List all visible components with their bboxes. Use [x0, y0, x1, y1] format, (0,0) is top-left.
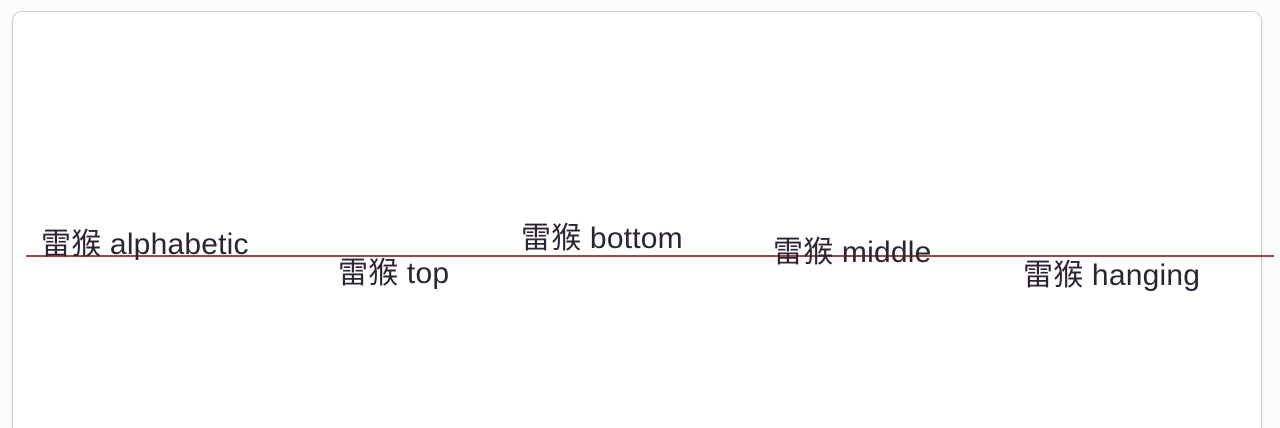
text-label-middle: 雷猴 middle [773, 236, 932, 269]
baseline-reference-line [26, 255, 1274, 257]
text-label-alphabetic: 雷猴 alphabetic [41, 228, 249, 261]
text-label-bottom: 雷猴 bottom [521, 222, 683, 255]
canvas-element: 雷猴 alphabetic 雷猴 top 雷猴 bottom 雷猴 middle… [12, 11, 1274, 428]
text-label-hanging: 雷猴 hanging [1023, 259, 1201, 292]
text-label-top: 雷猴 top [338, 257, 450, 290]
